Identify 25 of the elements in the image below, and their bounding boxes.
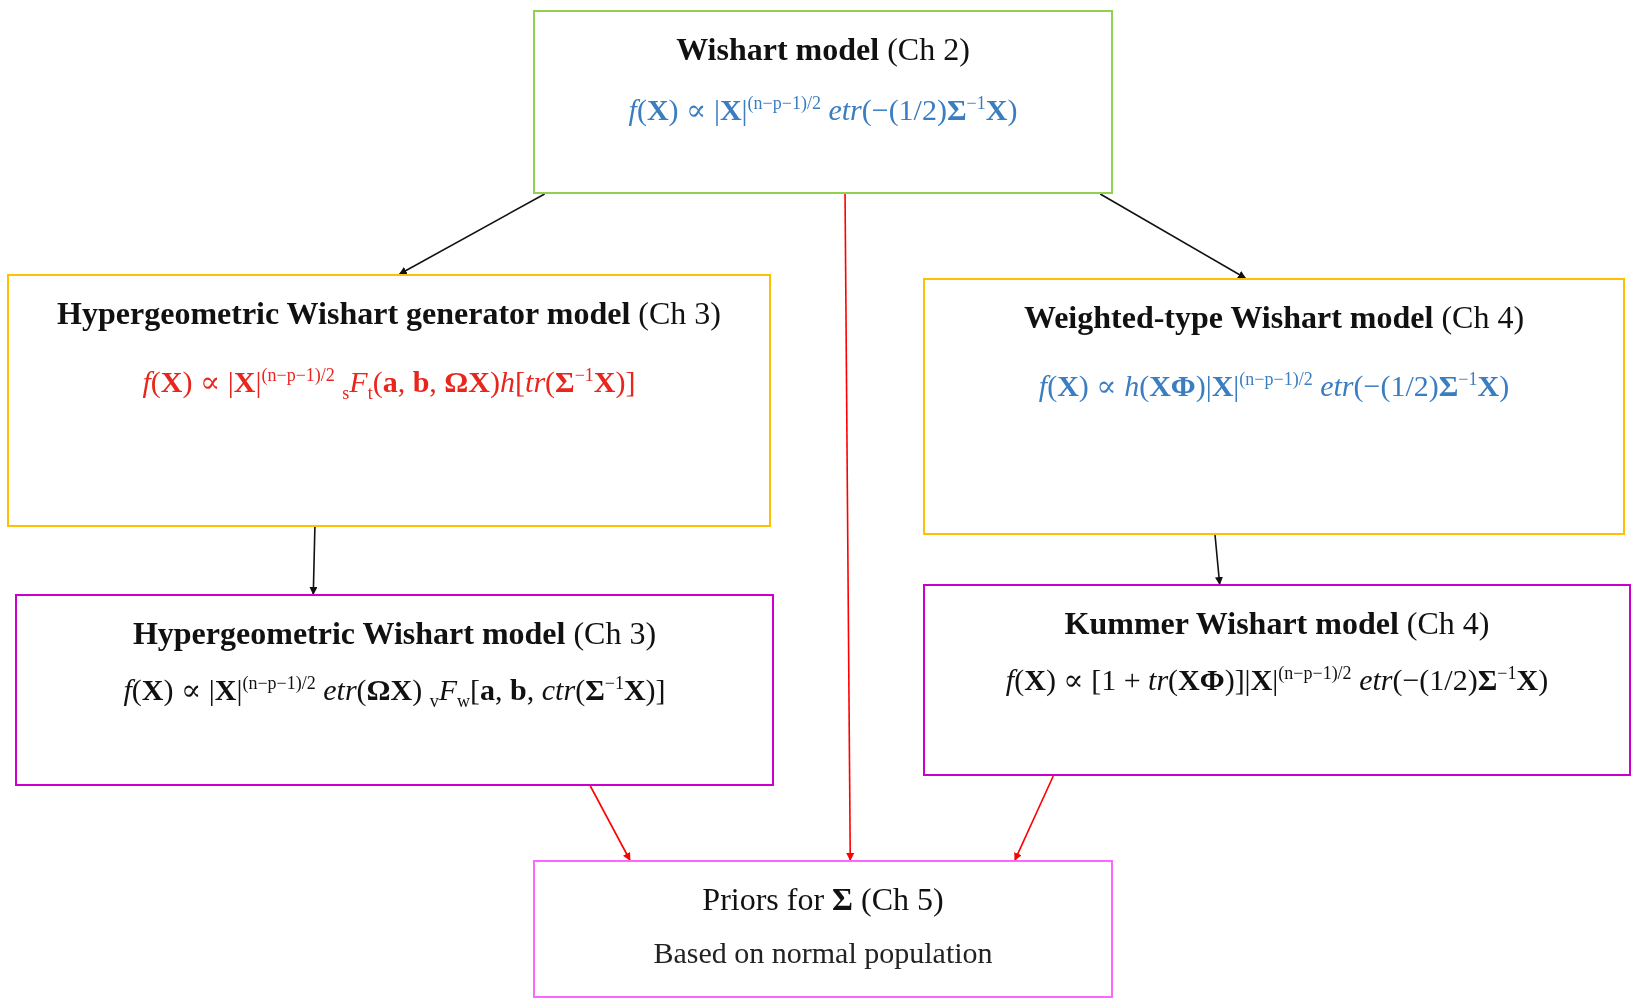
- box-note: Based on normal population: [653, 936, 993, 971]
- arrow: [1214, 534, 1223, 585]
- arrow: [1099, 193, 1247, 279]
- model-box: [15, 594, 774, 786]
- model-box: [7, 274, 771, 527]
- box-heading: Weighted-type Wishart model (Ch 4): [1023, 298, 1525, 337]
- density-formula: f(X) ∝ |X|$^{(n−p−1)/2}$ etr(−(1/2)Σ$^{−1}$X): [628, 92, 1018, 129]
- density-formula: f(X) ∝ |X|$^{(n−p−1)/2}$ $_{s}$F$_{t}$(a, b, ΩX)h[tr(Σ$^{−1}$X)]: [142, 364, 636, 406]
- arrow: [844, 193, 855, 861]
- box-heading: Hypergeometric Wishart model (Ch 3): [132, 614, 657, 653]
- arrow: [398, 193, 546, 275]
- model-box: [923, 278, 1625, 535]
- model-box: [533, 10, 1113, 194]
- model-box: [923, 584, 1631, 776]
- arrow: [589, 785, 631, 861]
- density-formula: f(X) ∝ h(XΦ)|X|$^{(n−p−1)/2}$ etr(−(1/2)Σ$^{−1}$X): [1038, 368, 1510, 405]
- box-heading: Kummer Wishart model (Ch 4): [1064, 604, 1490, 643]
- box-heading: Hypergeometric Wishart generator model (Ch 3): [57, 294, 721, 333]
- density-formula: f(X) ∝ [1 + tr(XΦ)]|X|$^{(n−p−1)/2}$ etr(−(1/2)Σ$^{−1}$X): [1005, 662, 1549, 699]
- density-formula: f(X) ∝ |X|$^{(n−p−1)/2}$ etr(ΩX) $_{v}$F$_{w}$[a, b, ctr(Σ$^{−1}$X)]: [123, 672, 666, 714]
- model-box: [533, 860, 1113, 998]
- box-heading: Priors for Σ (Ch 5): [702, 880, 944, 919]
- box-heading: Wishart model (Ch 2): [676, 30, 970, 69]
- arrow: [309, 526, 318, 595]
- arrow: [1014, 775, 1055, 861]
